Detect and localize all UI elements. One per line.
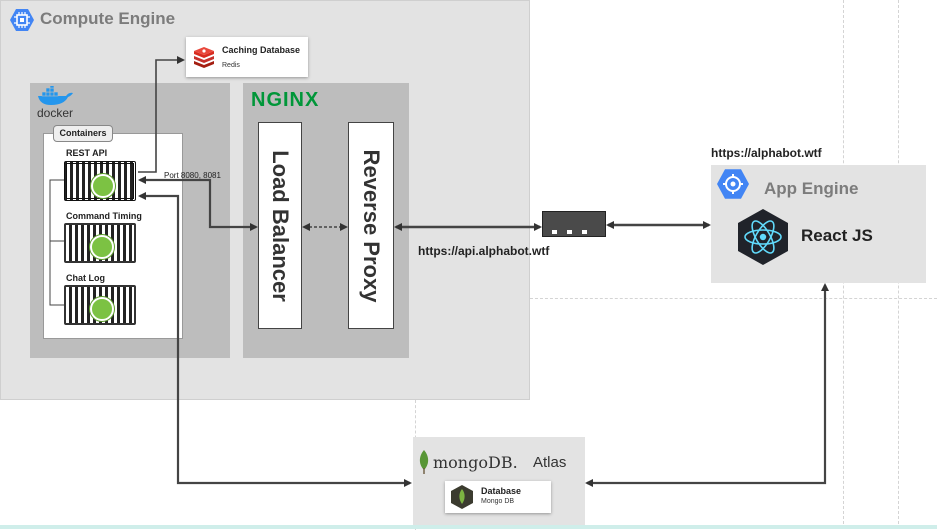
network-gateway: [542, 211, 606, 237]
mongodb-database-title: Database: [481, 486, 522, 496]
gateway-light: [552, 230, 557, 234]
caching-database-title: Caching Database: [222, 45, 301, 55]
container-command-timing: [64, 223, 136, 263]
mongodb-atlas-label: Atlas: [533, 454, 567, 471]
node-icon: [90, 297, 114, 321]
container-chat-log: [64, 285, 136, 325]
appengine-to-mongodb-connector: [585, 283, 829, 487]
gateway-light: [582, 230, 587, 234]
mongodb-leaf-icon: [418, 450, 430, 479]
port-label: Port 8080, 8081: [164, 171, 221, 180]
compute-engine-title: Compute Engine: [40, 9, 176, 28]
container-label-command-timing: Command Timing: [66, 211, 142, 221]
compute-engine-icon: [10, 8, 34, 32]
mongodb-database-subtitle: Mongo DB: [481, 498, 515, 505]
mongodb-database-icon: [449, 484, 475, 515]
docker-whale-icon: [36, 83, 76, 111]
app-url: https://alphabot.wtf: [711, 146, 822, 160]
containers-tag: Containers: [53, 125, 113, 142]
container-label-rest-api: REST API: [66, 148, 108, 158]
mongodb-database-card: Database Mongo DB: [445, 481, 551, 513]
cache-connector: [138, 56, 185, 173]
api-to-loadbalancer-connector: [138, 176, 258, 231]
container-rest-api: [64, 161, 136, 201]
node-icon: [90, 235, 114, 259]
caching-database-subtitle: Redis: [222, 62, 240, 69]
container-label-chat-log: Chat Log: [66, 273, 105, 283]
bottom-bar: [0, 525, 937, 529]
api-to-mongodb-connector: [138, 192, 412, 487]
container-bracket: [49, 179, 64, 306]
docker-logo-text: docker: [37, 106, 74, 120]
react-icon: [736, 208, 790, 266]
node-icon: [91, 174, 115, 198]
app-engine-title: App Engine: [764, 179, 859, 198]
api-url: https://api.alphabot.wtf: [418, 244, 550, 258]
gateway-light: [567, 230, 572, 234]
react-label: React JS: [801, 226, 873, 245]
nginx-logo: NGINX: [251, 89, 320, 111]
caching-database-card: Caching Database Redis: [186, 37, 308, 77]
redis-icon: [192, 45, 216, 74]
mongodb-brand: mongoDB.: [433, 453, 518, 472]
